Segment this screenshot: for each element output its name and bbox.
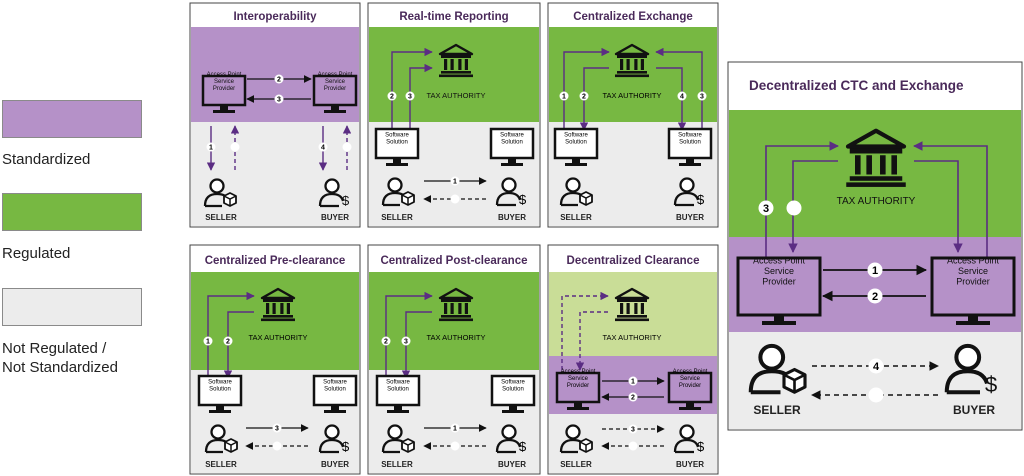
tax-authority-label: TAX AUTHORITY (248, 333, 307, 342)
svg-text:$: $ (697, 192, 705, 207)
panel-centralized-exchange: Centralized Exchange TAX AUTHORITY 1 2 4… (547, 2, 719, 228)
buyer-label: BUYER (321, 460, 349, 469)
legend-swatch-standardized (2, 100, 142, 138)
step-number: 2 (872, 291, 878, 303)
step-number: 1 (206, 339, 210, 346)
svg-text:$: $ (519, 439, 527, 454)
zone-not-regulated (191, 122, 359, 226)
step-number: 2 (226, 339, 230, 346)
buyer-label: BUYER (498, 460, 526, 469)
svg-text:$: $ (697, 439, 705, 454)
tax-authority-label: TAX AUTHORITY (426, 333, 485, 342)
step-number: 2 (631, 395, 635, 402)
panel-title: Real-time Reporting (399, 11, 508, 23)
step-number: 3 (275, 426, 279, 433)
step-number: 1 (631, 379, 635, 386)
legend-label-standardized: Standardized (2, 151, 91, 168)
seller-label: SELLER (381, 460, 413, 469)
panel-title: Interoperability (233, 11, 317, 23)
panel-centralized-post-clearance: Centralized Post-clearance TAX AUTHORITY… (367, 244, 541, 475)
tax-authority-label: TAX AUTHORITY (426, 91, 485, 100)
panel-real-time-reporting: Real-time Reporting TAX AUTHORITY 2 3 So… (367, 2, 541, 228)
panel-title: Decentralized Clearance (567, 255, 700, 267)
buyer-label: BUYER (676, 460, 704, 469)
step-number: 2 (390, 94, 394, 101)
panel-decentralized-ctc-and-exchange: Decentralized CTC and Exchange TAX AUTHO… (727, 61, 1023, 431)
step-number: 3 (700, 94, 704, 101)
step-number: 1 (453, 426, 457, 433)
step-number: 2 (277, 77, 281, 84)
legend-label-regulated: Regulated (2, 245, 71, 262)
step-number: 2 (582, 94, 586, 101)
seller-label: SELLER (560, 213, 592, 222)
step-number: 3 (763, 203, 769, 215)
svg-text:$: $ (985, 372, 997, 397)
seller-label: SELLER (560, 460, 592, 469)
panel-title: Centralized Exchange (573, 11, 693, 23)
step-number: 3 (277, 97, 281, 104)
step-number: 4 (321, 145, 325, 152)
step-number: 3 (408, 94, 412, 101)
step-number: 1 (209, 145, 213, 152)
step-number: 1 (453, 179, 457, 186)
legend-label-not-regulated: Not Regulated / Not Standardized (2, 340, 118, 376)
svg-text:$: $ (519, 192, 527, 207)
svg-text:$: $ (342, 193, 350, 208)
panel-title: Decentralized CTC and Exchange (749, 78, 964, 93)
step-number: 4 (873, 361, 880, 373)
tax-authority-label: TAX AUTHORITY (602, 91, 661, 100)
step-number: 1 (872, 265, 878, 277)
buyer-label: BUYER (953, 403, 995, 417)
step-number: 4 (680, 94, 684, 101)
step-number: 3 (404, 339, 408, 346)
buyer-label: BUYER (676, 213, 704, 222)
tax-authority-label: TAX AUTHORITY (837, 196, 916, 207)
panel-title: Centralized Pre-clearance (205, 255, 346, 267)
tax-authority-label: TAX AUTHORITY (602, 333, 661, 342)
step-number: 2 (384, 339, 388, 346)
seller-label: SELLER (753, 403, 801, 417)
seller-label: SELLER (205, 460, 237, 469)
buyer-label: BUYER (321, 213, 349, 222)
buyer-label: BUYER (498, 213, 526, 222)
seller-label: SELLER (381, 213, 413, 222)
seller-label: SELLER (205, 213, 237, 222)
panel-centralized-pre-clearance: Centralized Pre-clearance TAX AUTHORITY … (189, 244, 361, 475)
svg-text:$: $ (342, 439, 350, 454)
legend-swatch-not-regulated (2, 288, 142, 326)
step-number: 3 (631, 427, 635, 434)
legend-swatch-regulated (2, 193, 142, 231)
panel-title: Centralized Post-clearance (380, 255, 527, 267)
step-number: 1 (562, 94, 566, 101)
panel-decentralized-clearance: Decentralized Clearance TAX AUTHORITY Ac… (547, 244, 719, 475)
